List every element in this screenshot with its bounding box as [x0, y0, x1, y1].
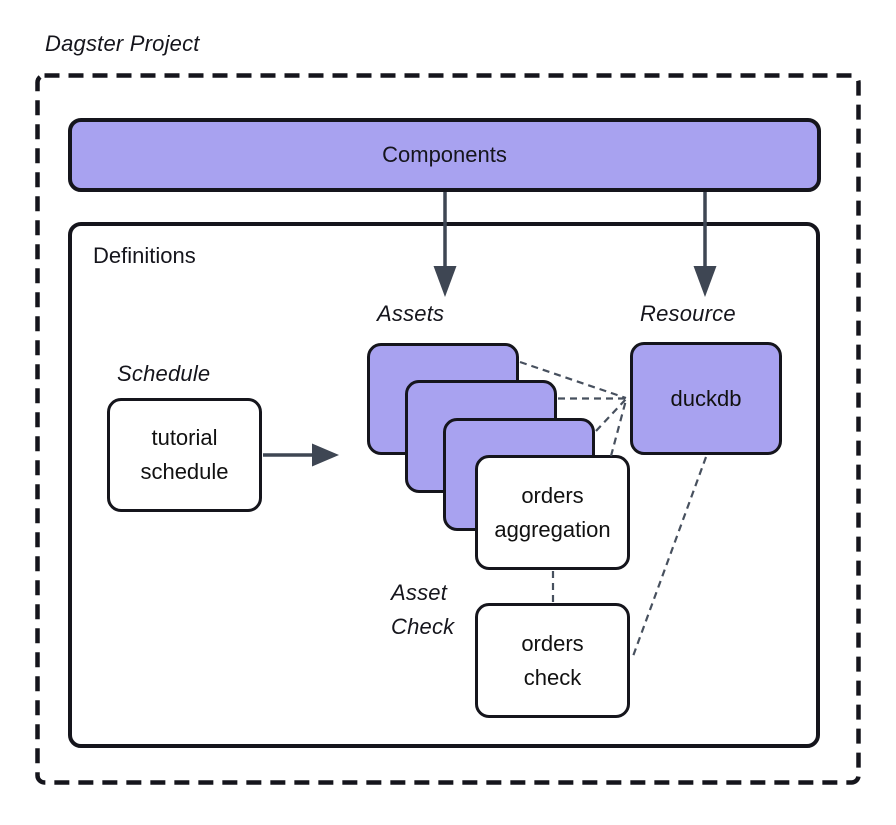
node-duckdb-label: duckdb	[670, 385, 742, 411]
components-bar: Components	[68, 118, 821, 192]
resource-label: Resource	[640, 301, 736, 326]
asset-check-label: Asset Check	[391, 576, 454, 644]
node-orders-check-line2: check	[523, 664, 582, 690]
assets-label: Assets	[377, 301, 445, 326]
node-orders-aggregation: orders aggregation	[475, 455, 630, 570]
asset-check-label-line2: Check	[391, 614, 455, 639]
node-tutorial-schedule-line2: schedule	[140, 459, 229, 484]
node-orders-check: orders check	[475, 603, 630, 718]
node-orders-check-line1: orders	[521, 630, 584, 656]
definitions-label: Definitions	[93, 243, 196, 268]
asset-check-label-line1: Asset	[391, 580, 448, 605]
node-duckdb: duckdb	[630, 342, 782, 455]
components-label: Components	[382, 142, 507, 167]
schedule-label: Schedule	[117, 361, 211, 386]
node-orders-aggregation-line1: orders	[521, 482, 584, 508]
node-tutorial-schedule: tutorial schedule	[107, 398, 262, 512]
diagram-title: Dagster Project	[45, 31, 200, 56]
node-orders-aggregation-line2: aggregation	[494, 516, 611, 542]
node-tutorial-schedule-line1: tutorial	[151, 425, 218, 450]
